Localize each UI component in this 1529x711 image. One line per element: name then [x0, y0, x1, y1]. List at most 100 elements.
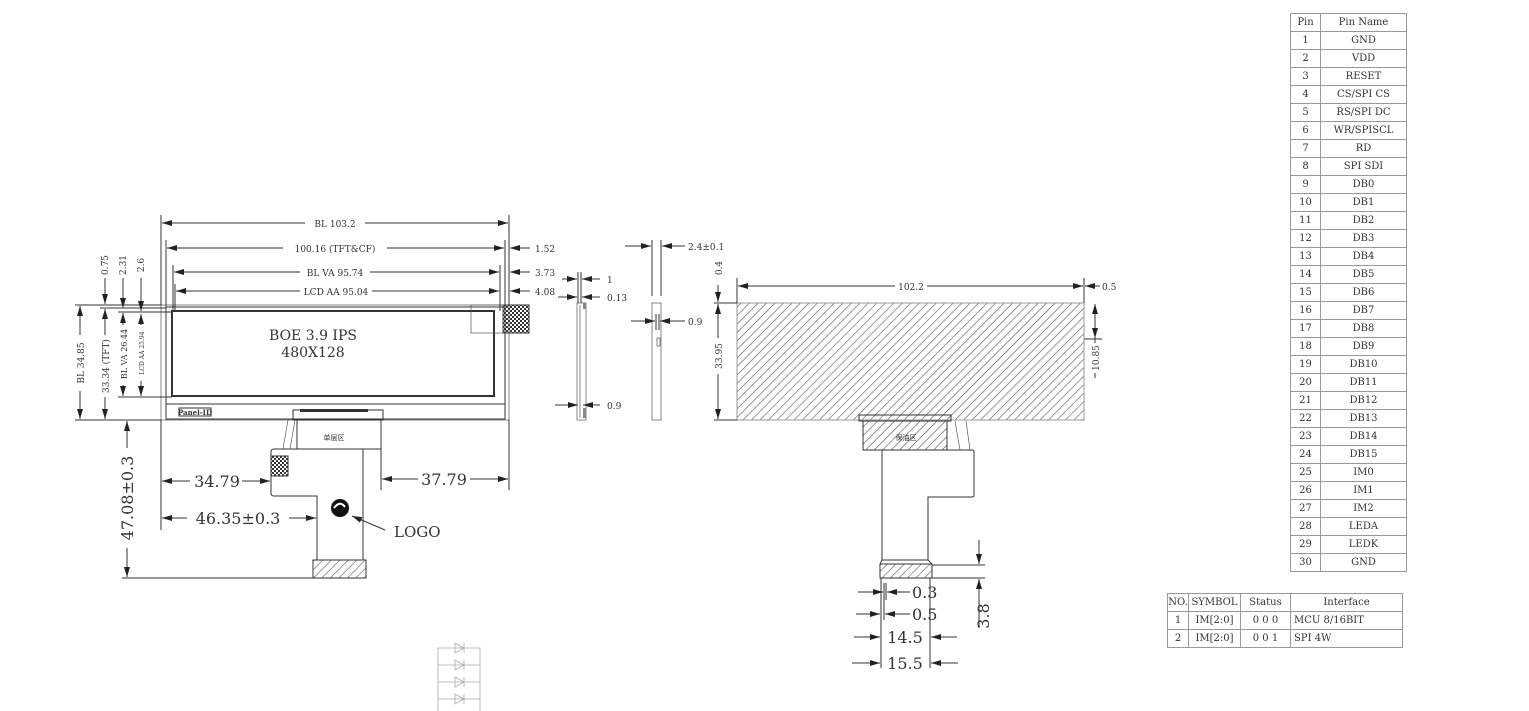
dim-back-width: 102.2 [898, 283, 924, 293]
dim-offset-2-31: 2.31 [119, 255, 129, 275]
header-interface: Interface [1290, 593, 1403, 612]
table-cell: DB13 [1320, 409, 1407, 428]
table-cell: 3 [1290, 67, 1321, 86]
table-cell: 9 [1290, 175, 1321, 194]
dim-back-right-height: 10.85 [1092, 345, 1102, 371]
dim-fpc-left-46-35: 46.35±0.3 [196, 509, 281, 528]
table-cell: DB0 [1320, 175, 1407, 194]
table-cell: 28 [1290, 517, 1321, 536]
table-cell: 1 [1290, 31, 1321, 50]
table-cell: 21 [1290, 391, 1321, 410]
table-header-row: Pin Pin Name [1290, 13, 1407, 32]
dim-bl-va-width: BL VA 95.74 [307, 269, 364, 279]
table-cell: 0 0 1 [1240, 629, 1291, 648]
table-cell: DB1 [1320, 193, 1407, 212]
dim-tft-height: 33.34 (TFT) [101, 339, 112, 393]
dim-offset-2-6: 2.6 [137, 258, 147, 273]
table-cell: DB10 [1320, 355, 1407, 374]
dim-offset-3-73: 3.73 [535, 269, 555, 279]
dim-fpc-left-34-79: 34.79 [194, 472, 240, 491]
back-view: 保油区 102.2 0.5 0.4 33.95 10.85 3.8 0.3 0.… [712, 261, 1117, 673]
front-view: BOE 3.9 IPS 480X128 Panel-ID 单层区 LOGO BL… [74, 215, 555, 579]
dim-offset-4-08: 4.08 [535, 288, 555, 298]
table-cell: 13 [1290, 247, 1321, 266]
dim-bl-width: BL 103.2 [314, 220, 355, 230]
table-cell: 2 [1167, 629, 1189, 648]
table-cell: DB14 [1320, 427, 1407, 446]
table-cell: CS/SPI CS [1320, 85, 1407, 104]
table-cell: 11 [1290, 211, 1321, 230]
dim-fpc-right-37-79: 37.79 [421, 470, 467, 489]
side-view: 1 0.13 0.9 2.4±0.1 0.9 [555, 240, 724, 421]
table-cell: 2 [1290, 49, 1321, 68]
table-cell: 25 [1290, 463, 1321, 482]
table-cell: IM0 [1320, 463, 1407, 482]
table-cell: DB11 [1320, 373, 1407, 392]
table-cell: VDD [1320, 49, 1407, 68]
backlight-back-hatched [736, 302, 1085, 421]
dim-back-height: 33.95 [715, 343, 725, 369]
table-cell: RESET [1320, 67, 1407, 86]
table-cell: IM2 [1320, 499, 1407, 518]
table-cell: 14 [1290, 265, 1321, 284]
stiffener-label: 保油区 [896, 433, 917, 442]
header-symbol: SYMBOL [1188, 593, 1241, 612]
active-area [171, 310, 495, 397]
header-status: Status [1240, 593, 1291, 612]
header-pin-name: Pin Name [1320, 13, 1407, 32]
table-cell: DB8 [1320, 319, 1407, 338]
tft-outline [165, 306, 506, 420]
table-cell: 20 [1290, 373, 1321, 392]
dim-side-0-9b: 0.9 [688, 318, 703, 328]
table-cell: 0 0 0 [1240, 611, 1291, 630]
table-cell: DB6 [1320, 283, 1407, 302]
table-cell: DB3 [1320, 229, 1407, 248]
table-cell: DB5 [1320, 265, 1407, 284]
table-cell: 16 [1290, 301, 1321, 320]
dim-offset-0-75: 0.75 [101, 255, 111, 275]
table-cell: 10 [1290, 193, 1321, 212]
diode-symbol [437, 642, 481, 711]
dim-pins-width: 14.5 [887, 628, 923, 647]
dim-back-right-offset: 0.5 [1102, 283, 1117, 293]
table-cell: MCU 8/16BIT [1290, 611, 1403, 630]
table-cell: 26 [1290, 481, 1321, 500]
table-cell: SPI 4W [1290, 629, 1403, 648]
table-cell: 6 [1290, 121, 1321, 140]
table-cell: 4 [1290, 85, 1321, 104]
table-cell: 29 [1290, 535, 1321, 554]
header-pin: Pin [1290, 13, 1321, 32]
dim-bl-va-height: BL VA 26.44 [120, 329, 129, 379]
table-cell: WR/SPISCL [1320, 121, 1407, 140]
table-header-row: NO. SYMBOL Status Interface [1167, 593, 1403, 612]
panel-resolution: 480X128 [281, 345, 344, 361]
table-cell: SPI SDI [1320, 157, 1407, 176]
table-cell: LEDA [1320, 517, 1407, 536]
table-cell: 23 [1290, 427, 1321, 446]
dim-pin-pitch: 0.5 [912, 605, 937, 624]
dim-side-1: 1 [607, 276, 613, 286]
dim-connector-width: 15.5 [887, 654, 923, 673]
table-cell: RD [1320, 139, 1407, 158]
